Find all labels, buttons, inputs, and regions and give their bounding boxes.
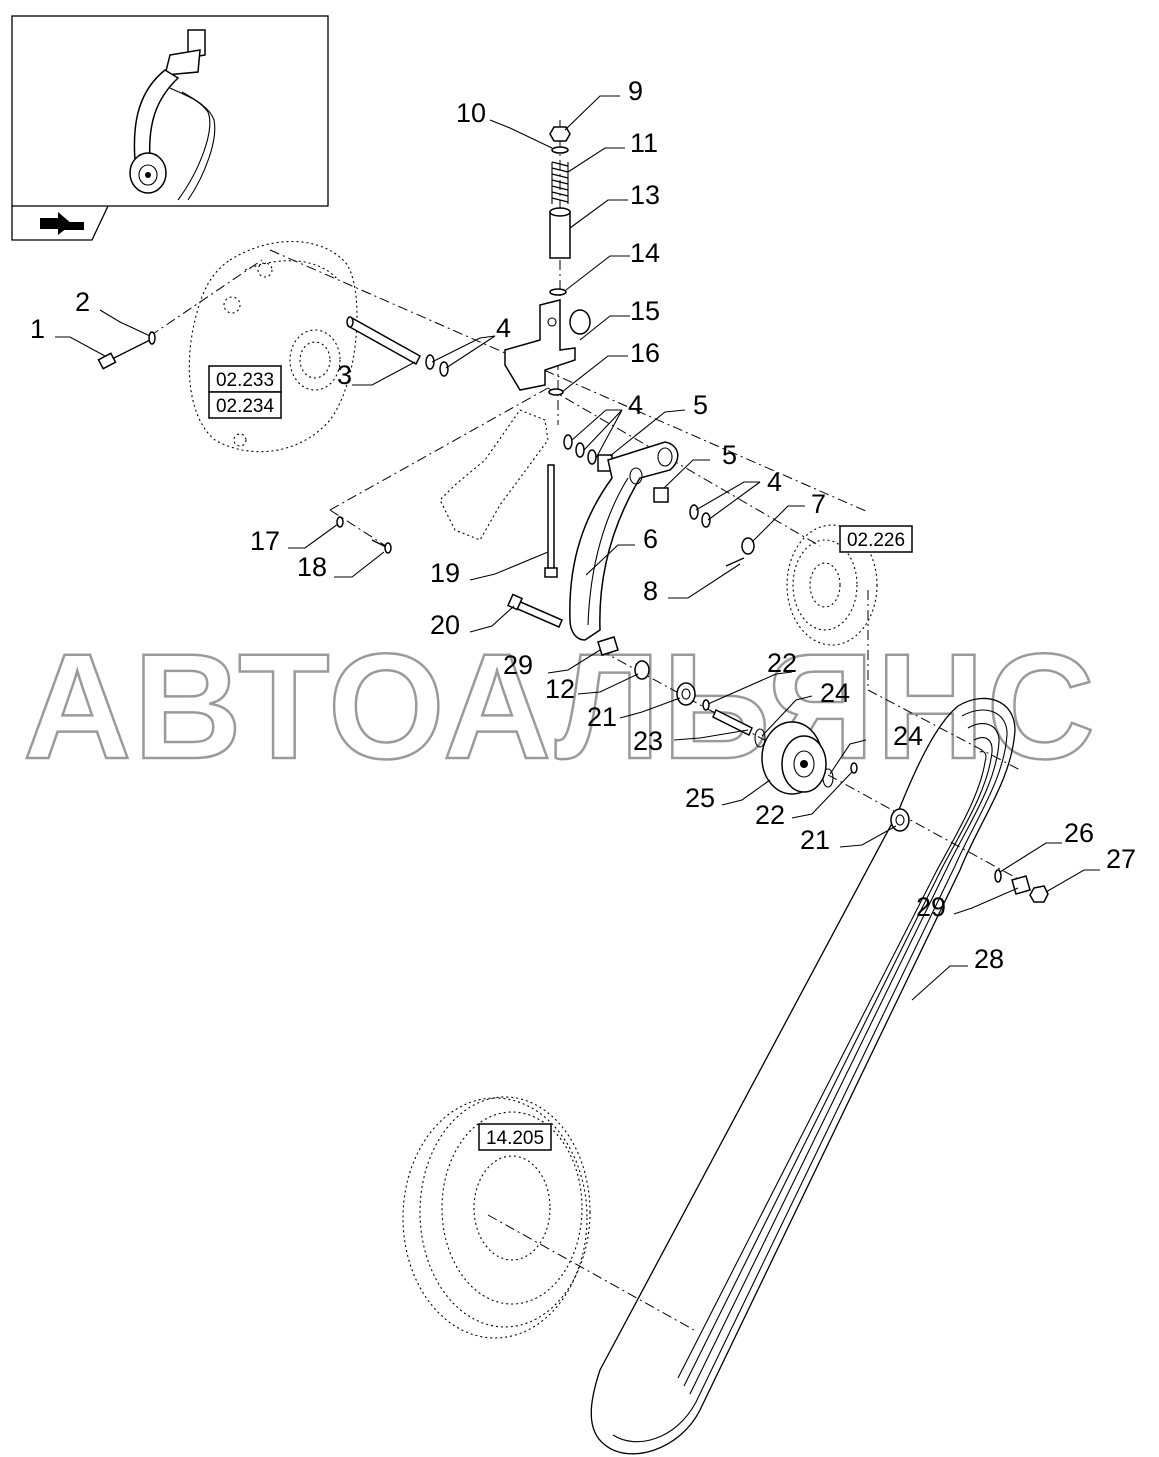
callout-4b: 4	[628, 390, 643, 420]
poly-v-belt	[590, 697, 1016, 1455]
callout-3: 3	[337, 360, 352, 390]
callout-7: 7	[811, 489, 826, 519]
washer-2	[148, 331, 156, 345]
washers-4-upper	[425, 354, 449, 377]
washer-26	[994, 869, 1002, 883]
callout-labels: 1 2 3 4 4 4 5 5 6 7 8 9 10 11 12 13 14 1…	[30, 76, 1136, 974]
callout-21a: 21	[587, 702, 617, 732]
thumbnail-frame	[11, 15, 329, 241]
callout-29a: 29	[503, 650, 533, 680]
callout-23: 23	[633, 726, 663, 756]
svg-text:14.205: 14.205	[486, 1128, 544, 1149]
callout-5b: 5	[722, 440, 737, 470]
callout-2: 2	[75, 287, 90, 317]
pulley-02-226-outline	[786, 524, 878, 646]
callout-12: 12	[545, 674, 575, 704]
callout-10: 10	[456, 98, 486, 128]
callout-25: 25	[685, 783, 715, 813]
bolt-20	[507, 593, 563, 628]
callout-17: 17	[250, 526, 280, 556]
callout-1: 1	[30, 314, 45, 344]
washer-17	[336, 516, 344, 528]
callout-11: 11	[630, 128, 658, 158]
callout-4a: 4	[496, 313, 511, 343]
callout-14: 14	[630, 238, 660, 268]
spring-11	[551, 161, 569, 204]
callout-4c: 4	[767, 467, 782, 497]
callout-9: 9	[628, 76, 643, 106]
callout-19: 19	[430, 558, 460, 588]
watermark-text: АВТОАЛЬЯНС	[23, 622, 1097, 790]
callout-22a: 22	[767, 648, 797, 678]
washer-16	[548, 388, 564, 396]
navigation-arrow-icon[interactable]	[40, 212, 84, 235]
callout-24b: 24	[893, 721, 923, 751]
reference-02-233[interactable]: 02.233	[208, 365, 282, 393]
svg-text:02.234: 02.234	[216, 396, 275, 417]
bolt-18	[371, 539, 392, 554]
idler-pulley-25	[761, 721, 827, 795]
reference-02-226[interactable]: 02.226	[839, 525, 913, 553]
bearing-21-upper	[676, 682, 696, 706]
washers-4-middle	[563, 434, 597, 465]
callout-20: 20	[430, 610, 460, 640]
callout-18: 18	[297, 552, 327, 582]
tensioner-arm-6	[569, 441, 679, 641]
callout-24a: 24	[820, 678, 850, 708]
bearing-12	[634, 660, 650, 680]
belt-tensioner-thumbnail-icon	[129, 29, 216, 201]
spacer-22-upper	[702, 699, 710, 711]
sleeve-13	[549, 207, 571, 259]
circlip-24-upper	[754, 728, 766, 748]
cap-29-upper	[597, 636, 619, 656]
washer-10	[551, 146, 569, 154]
reference-02-234[interactable]: 02.234	[208, 391, 282, 419]
leader-lines	[55, 95, 1100, 1001]
shaft-3	[346, 316, 421, 366]
cap-29-lower	[1011, 875, 1031, 895]
pin-8	[725, 557, 745, 567]
bearing-21-lower	[890, 808, 910, 832]
callout-26: 26	[1064, 818, 1094, 848]
washer-14	[549, 288, 567, 296]
callout-6: 6	[643, 524, 658, 554]
svg-text:02.226: 02.226	[847, 530, 905, 551]
callout-13: 13	[630, 180, 660, 210]
nut-9	[549, 126, 571, 142]
callout-22b: 22	[755, 800, 785, 830]
washers-4-lower	[689, 504, 711, 528]
callout-27: 27	[1106, 844, 1136, 874]
callout-29b: 29	[916, 892, 946, 922]
callout-21b: 21	[800, 825, 830, 855]
nut-27	[1029, 885, 1049, 903]
bolt-19	[544, 464, 558, 578]
engine-housing-outline	[188, 240, 358, 453]
bushing-5-right	[653, 487, 669, 503]
callout-5a: 5	[693, 390, 708, 420]
callout-16: 16	[630, 338, 660, 368]
callout-15: 15	[630, 296, 660, 326]
bracket-15	[504, 299, 591, 391]
spacer-22-lower	[850, 762, 858, 774]
crank-pulley-14-205-outline	[402, 1096, 591, 1339]
callout-28: 28	[974, 944, 1004, 974]
washer-7	[741, 537, 755, 555]
bolt-1	[97, 339, 151, 370]
bracket-ghost-outline	[439, 409, 549, 541]
callout-8: 8	[643, 576, 658, 606]
bolt-23	[712, 708, 753, 737]
svg-text:02.233: 02.233	[216, 370, 274, 391]
reference-14-205[interactable]: 14.205	[478, 1123, 552, 1151]
